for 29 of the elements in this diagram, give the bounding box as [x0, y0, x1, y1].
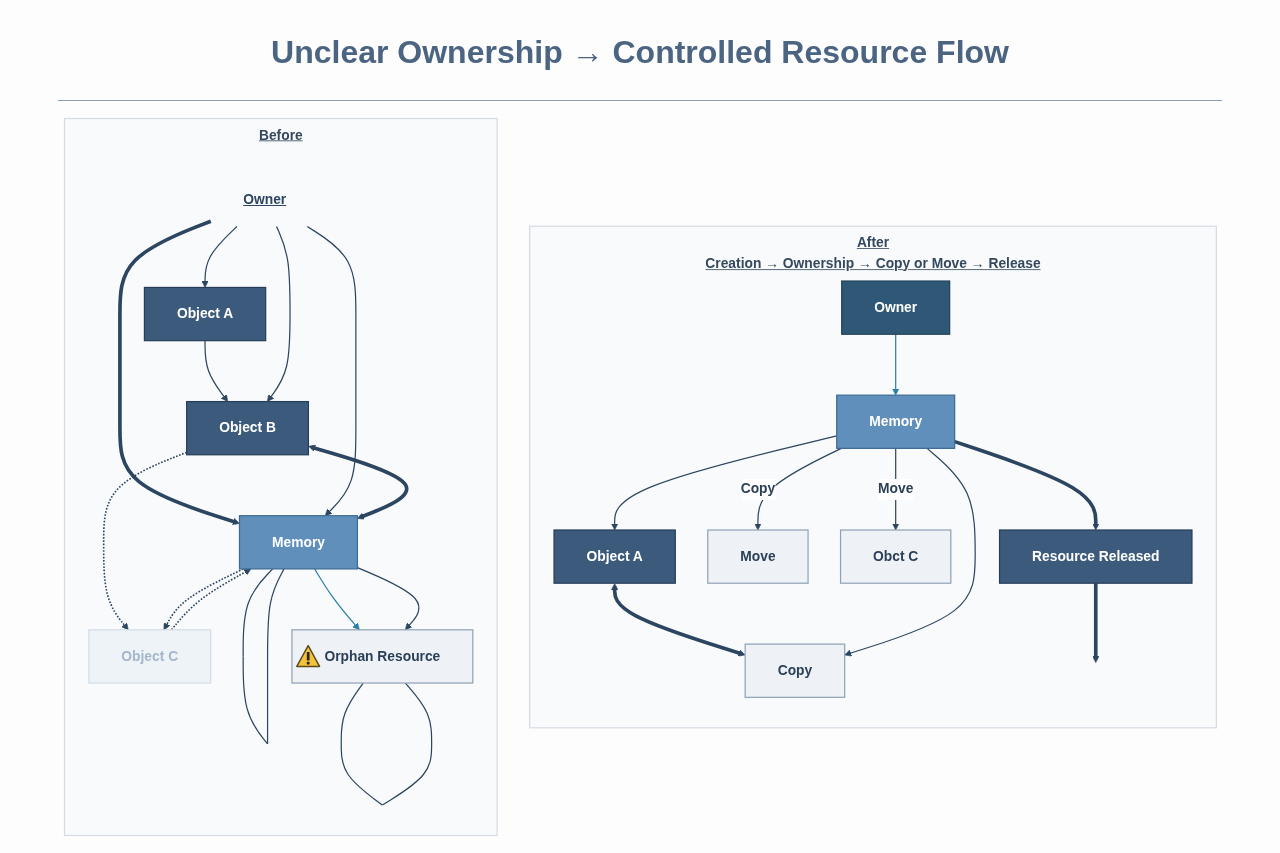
edge-label: Copy [740, 481, 775, 497]
node-box: Object B [185, 400, 309, 456]
arrow [313, 568, 360, 631]
arrow [117, 219, 240, 525]
arrow [610, 435, 837, 531]
arrow [891, 333, 899, 396]
node-box: Copy [744, 643, 845, 698]
connector [340, 682, 432, 806]
node-box: Memory [238, 515, 358, 570]
connector [242, 568, 285, 745]
node-box: Object C [87, 629, 211, 684]
arrow [308, 444, 408, 520]
node-box: Object A [553, 529, 676, 584]
arrow [306, 225, 357, 517]
node-box: Object A [143, 286, 266, 342]
node-text: Owner [242, 192, 286, 208]
arrow [1091, 583, 1099, 663]
node-box: Resource Released [998, 529, 1193, 584]
node-box: Owner [840, 280, 950, 335]
arrow [201, 225, 238, 288]
arrow [356, 566, 420, 631]
node-box: Memory [835, 394, 955, 449]
node-box: Obct C [839, 529, 951, 584]
arrow [204, 340, 228, 402]
node-box: Move [706, 529, 809, 584]
diagram-title: Unclear Ownership → Controlled Resource Flow [270, 34, 1010, 71]
node-box: Orphan Resource [290, 629, 473, 684]
edge-label: Move [877, 481, 913, 497]
arrow [266, 225, 291, 402]
